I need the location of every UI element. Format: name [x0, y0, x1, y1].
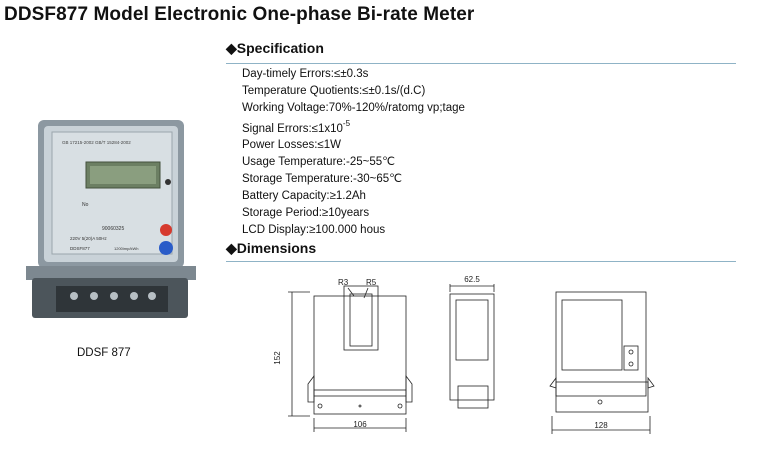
spec-item: Storage Temperature:-30~65℃	[242, 173, 403, 186]
page-title: DDSF877 Model Electronic One-phase Bi-ra…	[4, 4, 475, 25]
spec-item: Working Voltage:70%-120%/ratomg vp;tage	[242, 101, 465, 114]
spec-item: Signal Errors:≤1x10-5	[242, 118, 351, 135]
back-view-body	[555, 291, 647, 397]
label-height: 152	[273, 351, 282, 365]
label-r5: R5	[366, 278, 377, 287]
red-indicator-button	[160, 224, 172, 236]
face-rating-text: 220V 5(20)A 50Hz	[70, 236, 108, 241]
spec-item: Day-timely Errors:≤±0.3s	[242, 68, 369, 80]
front-view-body	[313, 295, 407, 397]
specification-divider	[226, 63, 736, 64]
face-const-text: 1200imp/kWh	[114, 246, 138, 251]
spec-item: LCD Display:≥100.000 hous	[242, 223, 386, 236]
face-model-text: DDSF877	[70, 246, 90, 251]
diamond-bullet-icon: ◆	[226, 40, 237, 56]
dimensions-heading: ◆Dimensions	[226, 240, 316, 257]
spec-exponent: -5	[342, 118, 351, 128]
face-code-text: 90060325	[102, 226, 124, 232]
spec-item: Temperature Quotients:≤±0.1s/(d.C)	[242, 84, 426, 97]
dimensions-divider	[226, 261, 736, 262]
label-depth: 62.5	[464, 275, 480, 284]
spec-item: Storage Period:≥10years	[242, 207, 370, 220]
specification-heading: ◆Specification	[226, 40, 324, 57]
product-caption: DDSF 877	[77, 347, 131, 359]
label-width-front: 106	[353, 420, 367, 429]
dimension-drawings: R3 R5 152 106 62.5 128	[273, 275, 655, 434]
spec-item: Usage Temperature:-25~55℃	[242, 156, 396, 169]
spec-item: Power Losses:≤1W	[242, 139, 341, 152]
spec-item: Battery Capacity:≥1.2Ah	[242, 190, 366, 203]
label-width-back: 128	[594, 421, 608, 430]
face-no-text: No	[82, 202, 89, 208]
blue-indicator-button	[159, 241, 173, 255]
face-standard-text: GB 17215-2002 GB/T 15284-2002	[62, 140, 131, 145]
meter-photo: GB 17215-2002 GB/T 15284-2002 No 9006032…	[26, 120, 196, 318]
diamond-bullet-icon: ◆	[226, 240, 237, 256]
specification-heading-text: Specification	[236, 40, 324, 56]
dimensions-heading-text: Dimensions	[236, 240, 317, 256]
label-r3: R3	[338, 278, 349, 287]
side-view-body	[449, 293, 495, 401]
specification-list: Day-timely Errors:≤±0.3s Temperature Quo…	[242, 66, 465, 239]
